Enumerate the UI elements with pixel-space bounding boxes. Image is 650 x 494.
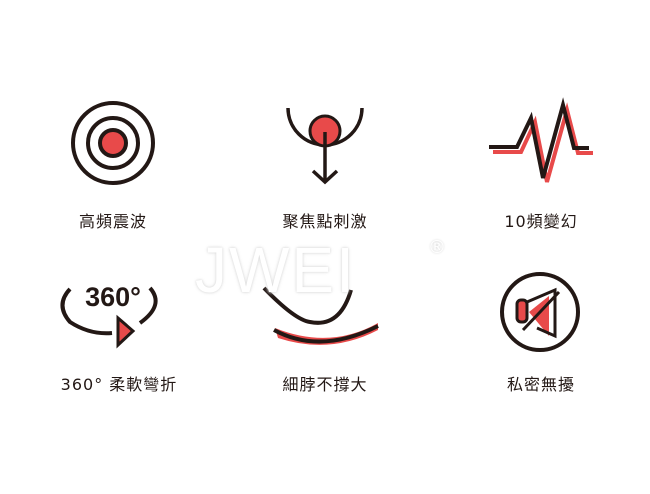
registered-mark: ® (428, 237, 446, 258)
feature-label-10-modes: 10頻變幻 (504, 212, 578, 231)
bend-icon (262, 286, 379, 345)
rotate-360-text: 360° (85, 282, 141, 312)
waveform-icon (489, 97, 593, 183)
feature-label-high-frequency: 高頻震波 (78, 212, 147, 231)
feature-label-slim-neck: 細脖不撐大 (282, 375, 368, 394)
feature-label-focus-point: 聚焦點刺激 (282, 212, 368, 231)
rotate-360-icon: 360° (60, 282, 158, 349)
mute-icon (500, 272, 580, 352)
focus-point-icon (286, 107, 364, 185)
target-icon (71, 101, 155, 185)
watermark-logo: JWEI (195, 234, 356, 306)
feature-label-360-bend: 360° 柔軟彎折 (60, 375, 178, 394)
feature-label-quiet: 私密無擾 (506, 375, 575, 394)
